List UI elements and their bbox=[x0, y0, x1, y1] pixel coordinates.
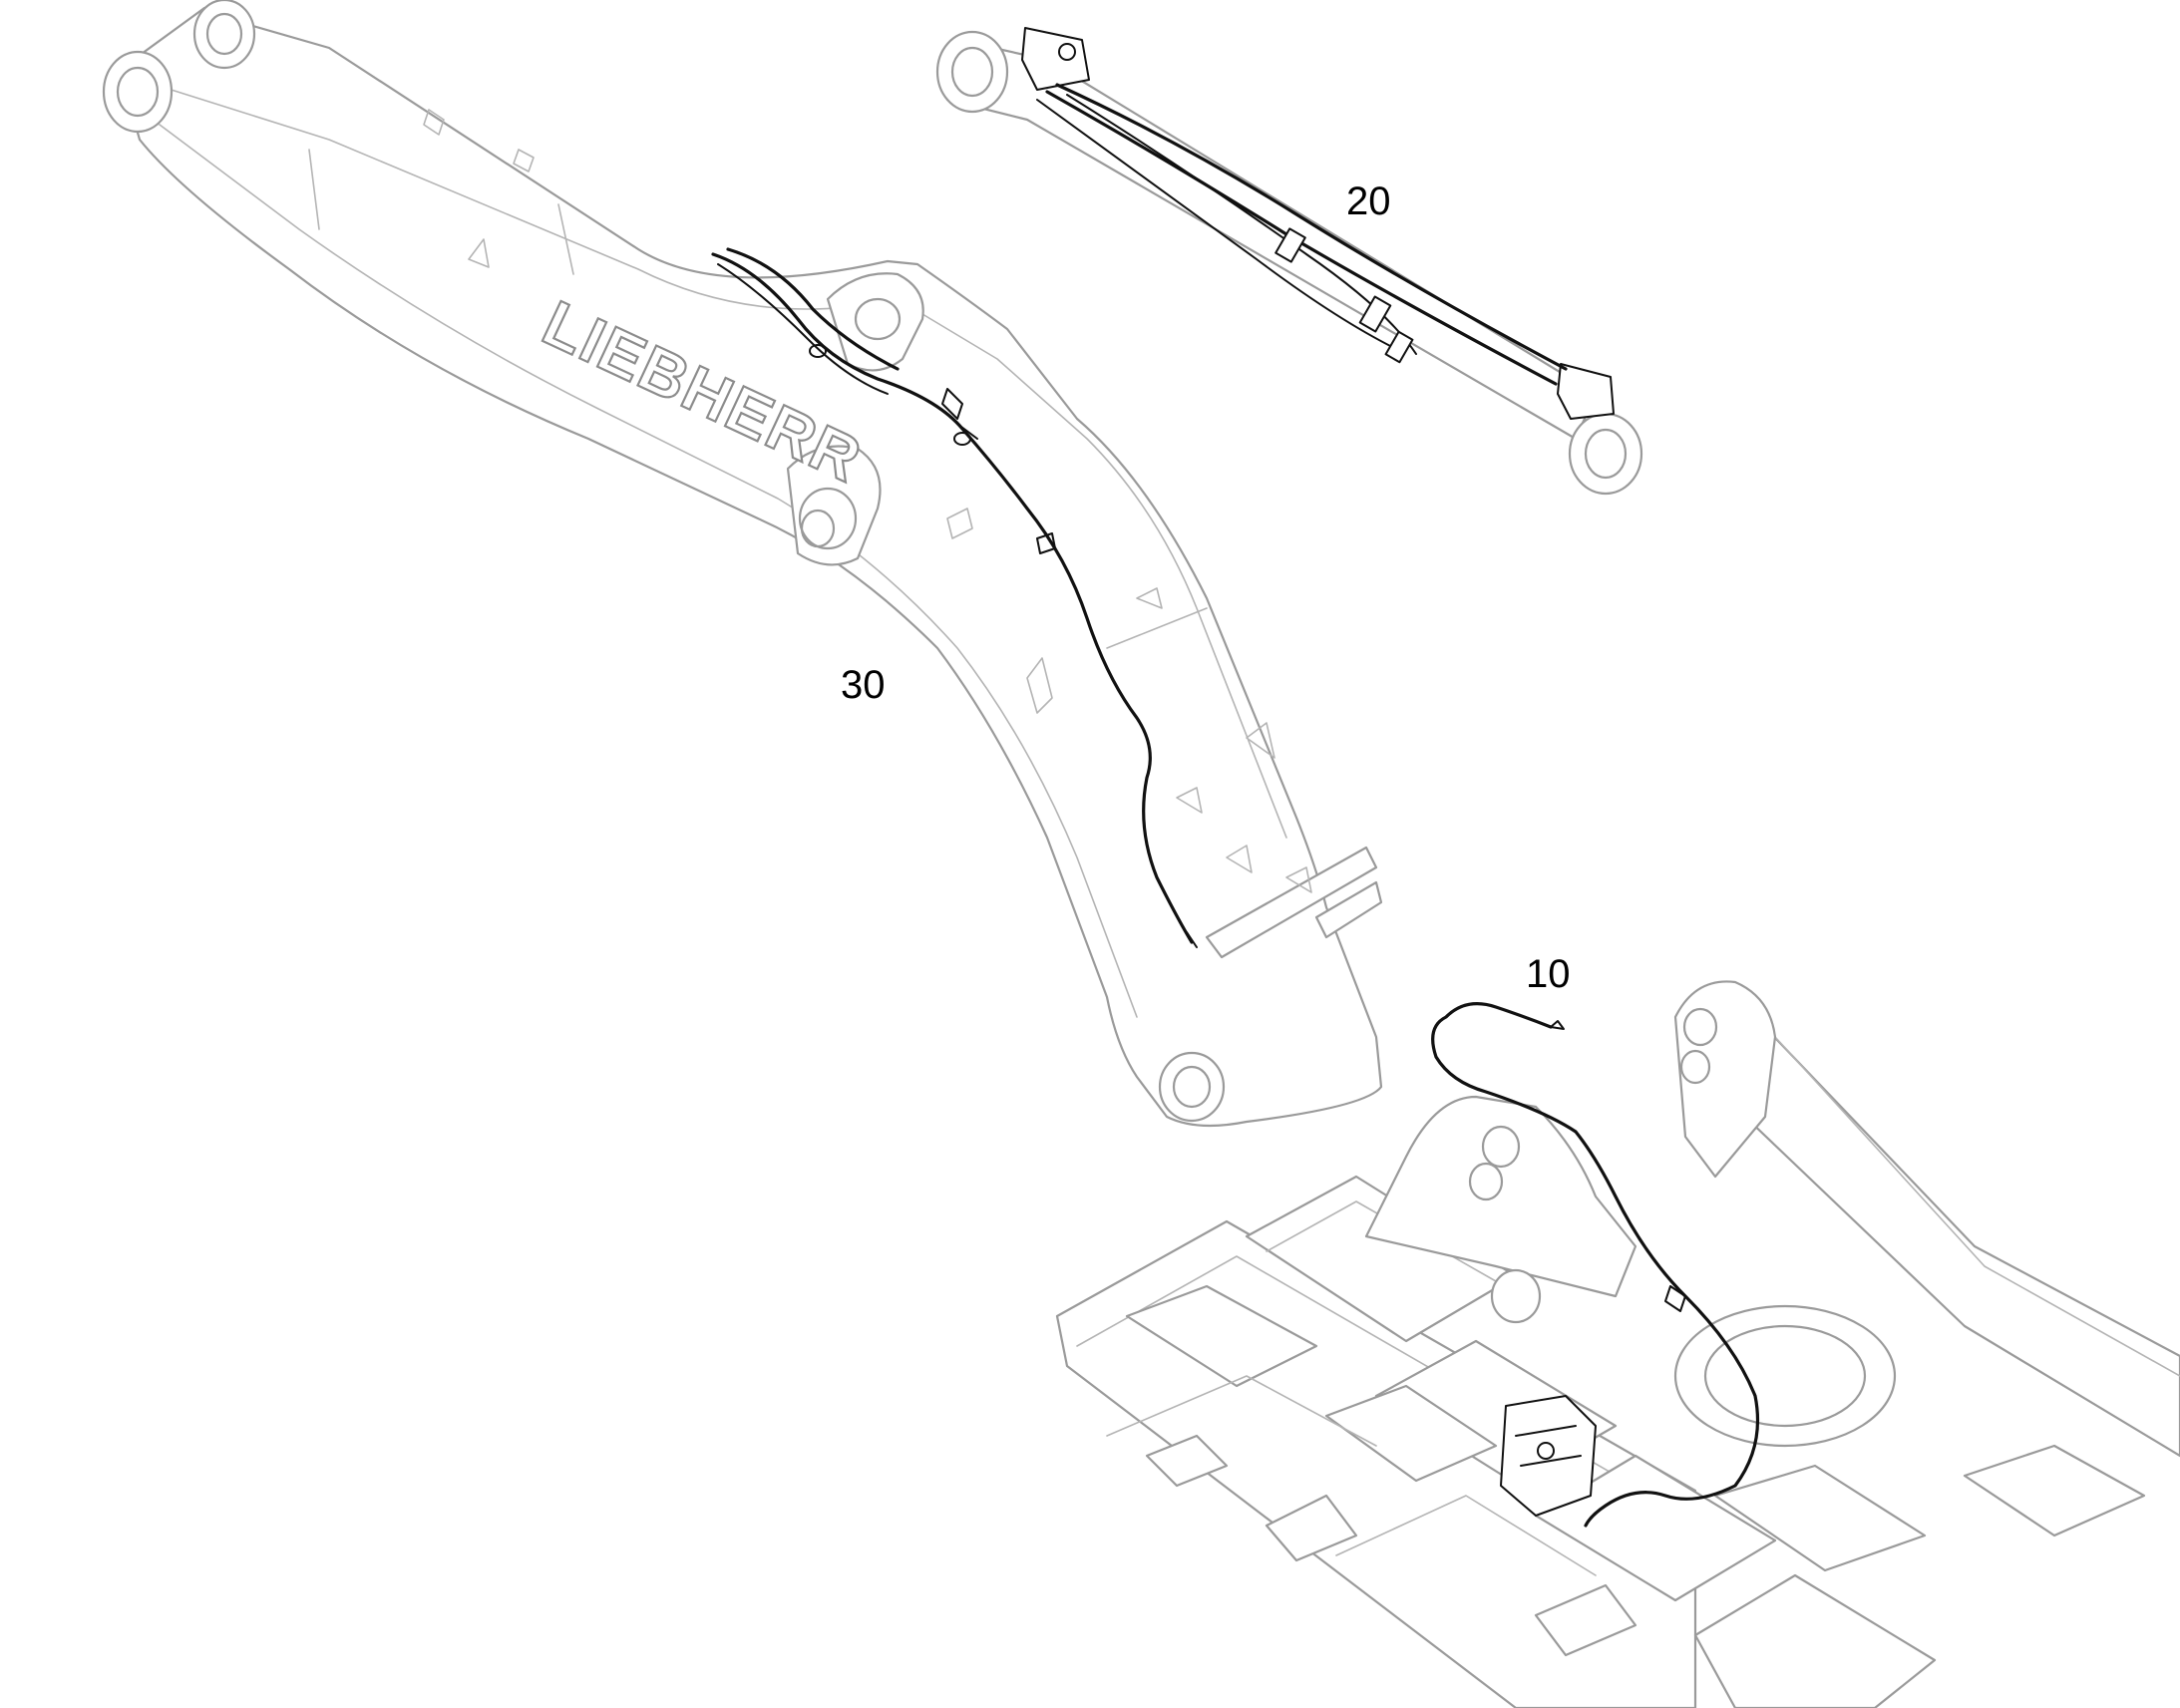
frame-hydraulic-hose bbox=[1431, 1002, 1760, 1528]
boom-assembly: LIEBHERR bbox=[102, 0, 1383, 1128]
callout-item-10: 10 bbox=[1526, 952, 1571, 996]
boom-hydraulic-line bbox=[711, 247, 1198, 948]
callout-item-20: 20 bbox=[1346, 179, 1391, 223]
hydraulic-cylinder-assembly bbox=[935, 27, 1643, 496]
callout-item-30: 30 bbox=[841, 663, 886, 707]
uppercarriage-frame bbox=[1055, 980, 2180, 1708]
